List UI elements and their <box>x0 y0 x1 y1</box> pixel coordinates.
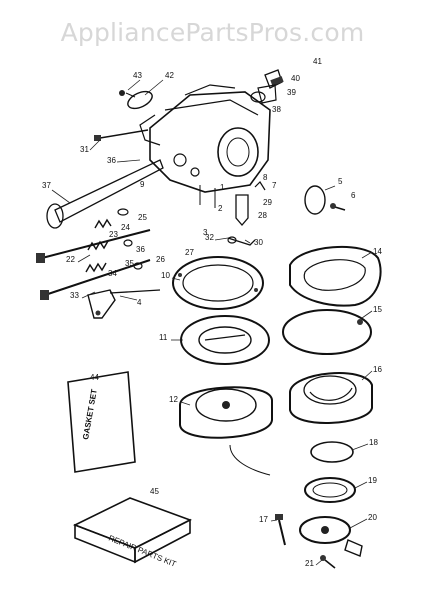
callout-9: 9 <box>140 180 145 189</box>
diaphragm-11[interactable] <box>180 315 270 365</box>
callout-7: 7 <box>272 181 277 190</box>
callouts: 43 42 41 40 39 38 31 36 37 9 25 24 23 22… <box>42 57 382 568</box>
choke-lever[interactable] <box>119 88 155 112</box>
screen-18[interactable] <box>310 441 354 463</box>
carburetor-body[interactable] <box>139 84 271 208</box>
repair-kit-box[interactable]: REPAIR PARTS KIT <box>73 497 192 569</box>
callout-4: 4 <box>137 298 142 307</box>
gasket-set-card[interactable]: GASKET SET <box>67 371 136 473</box>
gasket-14[interactable] <box>289 245 382 307</box>
callout-28: 28 <box>258 211 267 220</box>
callout-15: 15 <box>373 305 382 314</box>
throttle-plate[interactable] <box>304 185 346 215</box>
callout-2: 2 <box>218 204 223 213</box>
callout-14: 14 <box>373 247 382 256</box>
callout-37: 37 <box>42 181 51 190</box>
callout-25: 25 <box>138 213 147 222</box>
callout-39: 39 <box>287 88 296 97</box>
callout-24: 24 <box>121 223 130 232</box>
idle-screw-assembly[interactable] <box>36 208 151 300</box>
callout-5: 5 <box>338 177 343 186</box>
callout-36: 36 <box>107 156 116 165</box>
callout-44: 44 <box>90 373 99 382</box>
diaphragm-15[interactable] <box>282 309 372 355</box>
callout-20: 20 <box>368 513 377 522</box>
callout-8: 8 <box>263 173 268 182</box>
callout-19: 19 <box>368 476 377 485</box>
callout-1: 1 <box>220 183 225 192</box>
callout-40: 40 <box>291 74 300 83</box>
fuel-inlet-fitting[interactable] <box>257 69 284 104</box>
callout-38: 38 <box>272 105 281 114</box>
callout-34: 34 <box>108 269 117 278</box>
callout-27: 27 <box>185 248 194 257</box>
callout-17: 17 <box>259 515 268 524</box>
callout-11: 11 <box>159 333 168 342</box>
callout-18: 18 <box>369 438 378 447</box>
watermark-text: AppliancePartsPros.com <box>60 18 365 47</box>
gasket-set-label: GASKET SET <box>81 388 99 440</box>
plug-38[interactable] <box>250 91 266 103</box>
callout-6: 6 <box>351 191 356 200</box>
gasket-10[interactable] <box>172 256 264 310</box>
callout-41: 41 <box>313 57 322 66</box>
screw-21[interactable] <box>320 555 336 569</box>
pump-cover-12[interactable] <box>179 386 273 476</box>
callout-10: 10 <box>161 271 170 280</box>
callout-33: 33 <box>70 291 79 300</box>
screw-31[interactable] <box>94 129 149 141</box>
callout-29: 29 <box>263 198 272 207</box>
callout-3: 3 <box>203 228 208 237</box>
callout-31: 31 <box>80 145 89 154</box>
callout-26: 26 <box>156 255 165 264</box>
callout-22: 22 <box>66 255 75 264</box>
callout-23: 23 <box>109 230 118 239</box>
lever-4[interactable] <box>87 289 161 319</box>
screw-17[interactable] <box>275 514 286 546</box>
callout-30: 30 <box>254 238 263 247</box>
callout-36b: 36 <box>136 245 145 254</box>
metering-body-16[interactable] <box>289 372 373 424</box>
callout-16: 16 <box>373 365 382 374</box>
needle-lever[interactable] <box>227 236 256 246</box>
throttle-shaft[interactable] <box>46 159 164 229</box>
callout-21: 21 <box>305 559 314 568</box>
gasket-19[interactable] <box>304 477 356 503</box>
callout-12: 12 <box>169 395 178 404</box>
inlet-needle[interactable] <box>235 181 266 226</box>
callout-43: 43 <box>133 71 142 80</box>
leader-lines <box>51 79 373 566</box>
callout-35: 35 <box>125 259 134 268</box>
callout-42: 42 <box>165 71 174 80</box>
cover-20[interactable] <box>299 516 363 557</box>
repair-kit-label: REPAIR PARTS KIT <box>107 534 177 569</box>
callout-45: 45 <box>150 487 159 496</box>
callout-32: 32 <box>205 233 214 242</box>
